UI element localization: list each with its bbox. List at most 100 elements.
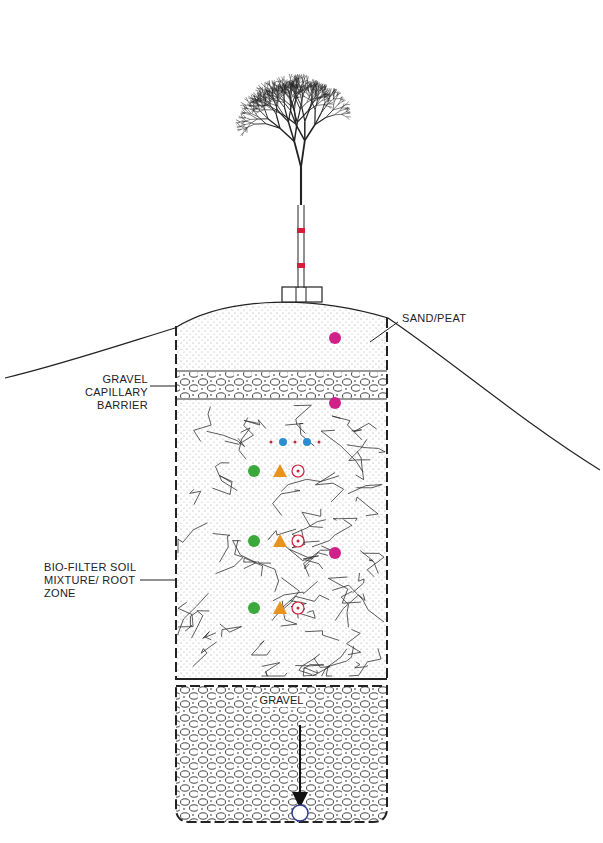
branch <box>311 88 312 93</box>
gravel-barrier <box>176 372 387 398</box>
branch <box>309 82 311 86</box>
root <box>213 534 230 563</box>
branch <box>277 88 280 91</box>
branch <box>245 123 251 124</box>
root <box>289 549 319 559</box>
branch <box>301 87 303 90</box>
root <box>268 529 296 539</box>
branch <box>307 94 311 101</box>
branch <box>291 74 292 79</box>
branch <box>252 100 256 102</box>
branch <box>296 124 305 140</box>
branch <box>304 75 306 79</box>
branch <box>236 120 241 122</box>
branch <box>329 93 332 97</box>
branch <box>301 92 305 97</box>
root <box>356 497 378 516</box>
branch <box>243 128 247 130</box>
branch <box>283 83 285 87</box>
branch <box>346 107 350 109</box>
branch <box>251 119 258 123</box>
branch <box>285 93 290 100</box>
root <box>294 405 312 433</box>
tree-crown <box>236 74 351 205</box>
branch <box>249 105 253 107</box>
branch <box>269 81 270 86</box>
branch <box>326 115 335 118</box>
branch <box>264 88 267 91</box>
branch <box>297 84 298 88</box>
red-particle <box>292 465 304 477</box>
branch <box>342 100 345 101</box>
branch <box>267 99 271 101</box>
branch <box>259 110 265 112</box>
root <box>203 632 216 640</box>
branch <box>308 84 311 87</box>
branch <box>345 109 349 110</box>
branch <box>316 104 324 106</box>
branch <box>322 94 327 96</box>
branch <box>242 118 245 119</box>
branch <box>324 89 326 95</box>
branch <box>253 109 258 111</box>
branch <box>322 95 327 97</box>
tree-grate <box>282 287 322 302</box>
branch <box>324 84 325 89</box>
branch <box>315 118 326 125</box>
branch <box>255 112 259 114</box>
orange-particle <box>273 464 287 477</box>
branch <box>255 94 257 97</box>
branch <box>296 83 298 89</box>
branch <box>313 87 316 92</box>
branch <box>347 112 351 114</box>
root <box>273 490 300 516</box>
root <box>178 523 208 553</box>
branch <box>332 92 333 96</box>
root <box>244 420 266 429</box>
red-particle <box>292 602 304 614</box>
branch <box>324 95 325 103</box>
branch <box>329 102 333 103</box>
branch <box>255 123 266 124</box>
branch <box>276 86 277 91</box>
gravel-sump <box>176 686 387 822</box>
root <box>363 553 384 577</box>
branch <box>333 92 334 96</box>
branch <box>290 91 291 99</box>
branch <box>308 88 309 91</box>
branch <box>258 117 266 124</box>
branch <box>341 114 346 116</box>
branch <box>334 97 337 103</box>
root <box>193 642 217 667</box>
branch <box>340 109 345 111</box>
branch <box>341 98 344 101</box>
branch <box>346 109 350 111</box>
branch <box>286 93 291 99</box>
branch <box>281 77 284 81</box>
branch <box>255 105 259 107</box>
root <box>185 612 197 632</box>
branch <box>295 96 299 98</box>
root <box>212 475 232 494</box>
branch <box>294 141 301 167</box>
ground-line <box>388 318 600 470</box>
branch <box>245 105 247 109</box>
branch <box>289 93 290 100</box>
branch <box>342 99 345 102</box>
branch <box>240 132 243 135</box>
branch <box>289 74 290 79</box>
branch <box>290 100 292 111</box>
root <box>220 624 242 637</box>
branch <box>303 85 305 88</box>
branch <box>282 84 283 88</box>
branch <box>259 85 262 89</box>
green-particle <box>248 465 260 477</box>
branch <box>329 103 333 104</box>
branch <box>257 118 268 119</box>
branch <box>311 93 313 101</box>
branch <box>334 89 336 93</box>
branch <box>254 111 259 112</box>
root <box>304 546 331 577</box>
branch <box>303 87 308 94</box>
branch <box>305 108 310 121</box>
